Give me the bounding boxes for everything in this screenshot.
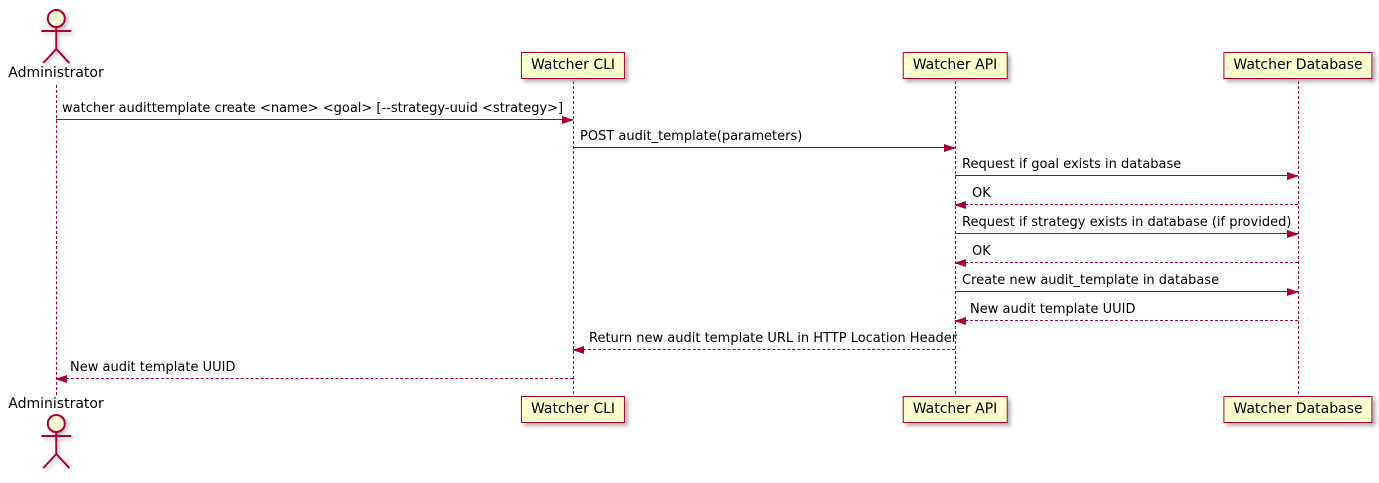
- participant-watcher-database-bottom: Watcher Database: [1223, 396, 1373, 423]
- actor-label-administrator-bottom: Administrator: [8, 396, 104, 412]
- arrowhead-left-icon: [954, 317, 966, 325]
- message-line: [955, 175, 1298, 176]
- message-label: New audit template UUID: [70, 360, 236, 375]
- participant-watcher-api-bottom: Watcher API: [902, 396, 1008, 423]
- message-ok-strategy: OK: [954, 243, 1298, 267]
- arrowhead-right-icon: [1287, 172, 1299, 180]
- message-ok-goal: OK: [954, 185, 1298, 209]
- participant-watcher-cli-bottom: Watcher CLI: [520, 396, 626, 423]
- participant-label-watcher-database-top: Watcher Database: [1233, 57, 1363, 73]
- arrowhead-right-icon: [1287, 288, 1299, 296]
- stick-figure-icon: [41, 9, 71, 64]
- arrowhead-right-icon: [562, 116, 574, 124]
- message-label: POST audit_template(parameters): [580, 129, 803, 144]
- arrowhead-left-icon: [954, 201, 966, 209]
- participant-watcher-api-top: Watcher API: [902, 52, 1008, 79]
- message-create-audit-template-db: Create new audit_template in database: [955, 272, 1299, 296]
- message-label: OK: [972, 186, 991, 201]
- message-line: [573, 147, 955, 148]
- message-label: Request if strategy exists in database (…: [962, 215, 1292, 230]
- arrowhead-left-icon: [572, 346, 584, 354]
- arrowhead-left-icon: [954, 259, 966, 267]
- lifeline-watcher-api: [955, 81, 956, 394]
- actor-label-administrator-top: Administrator: [8, 65, 104, 81]
- message-label: Return new audit template URL in HTTP Lo…: [589, 331, 958, 346]
- message-label: watcher audittemplate create <name> <goa…: [62, 101, 564, 116]
- message-post-audit-template: POST audit_template(parameters): [573, 128, 956, 152]
- message-label: New audit template UUID: [970, 302, 1136, 317]
- message-return-url-location-header: Return new audit template URL in HTTP Lo…: [572, 330, 958, 354]
- message-label: Create new audit_template in database: [962, 273, 1220, 288]
- message-line: [56, 119, 573, 120]
- message-request-strategy-exists: Request if strategy exists in database (…: [955, 214, 1299, 238]
- message-label: Request if goal exists in database: [962, 157, 1182, 172]
- arrowhead-right-icon: [1287, 230, 1299, 238]
- arrowhead-left-icon: [55, 375, 67, 383]
- message-line: [955, 262, 1298, 263]
- stick-figure-icon: [41, 414, 71, 469]
- message-line: [573, 349, 955, 350]
- lifeline-watcher-cli: [573, 81, 574, 394]
- participant-label-watcher-api-bottom: Watcher API: [912, 401, 998, 417]
- participant-label-watcher-cli-bottom: Watcher CLI: [530, 401, 616, 417]
- message-new-audit-template-uuid-admin: New audit template UUID: [55, 359, 573, 383]
- message-line: [955, 233, 1298, 234]
- actor-administrator-top: Administrator: [8, 8, 104, 82]
- actor-administrator-bottom: Administrator: [8, 396, 104, 470]
- message-line: [955, 204, 1298, 205]
- message-request-goal-exists: Request if goal exists in database: [955, 156, 1299, 180]
- participant-label-watcher-database-bottom: Watcher Database: [1233, 401, 1363, 417]
- message-line: [955, 291, 1298, 292]
- lifeline-administrator: [56, 85, 57, 395]
- message-label: OK: [972, 244, 991, 259]
- arrowhead-right-icon: [944, 144, 956, 152]
- participant-label-watcher-api-top: Watcher API: [912, 57, 998, 73]
- message-new-audit-template-uuid-db: New audit template UUID: [954, 301, 1298, 325]
- message-line: [955, 320, 1298, 321]
- participant-watcher-cli-top: Watcher CLI: [520, 52, 626, 79]
- message-line: [56, 378, 573, 379]
- message-create-audittemplate: watcher audittemplate create <name> <goa…: [56, 100, 574, 124]
- participant-watcher-database-top: Watcher Database: [1223, 52, 1373, 79]
- participant-label-watcher-cli-top: Watcher CLI: [530, 57, 616, 73]
